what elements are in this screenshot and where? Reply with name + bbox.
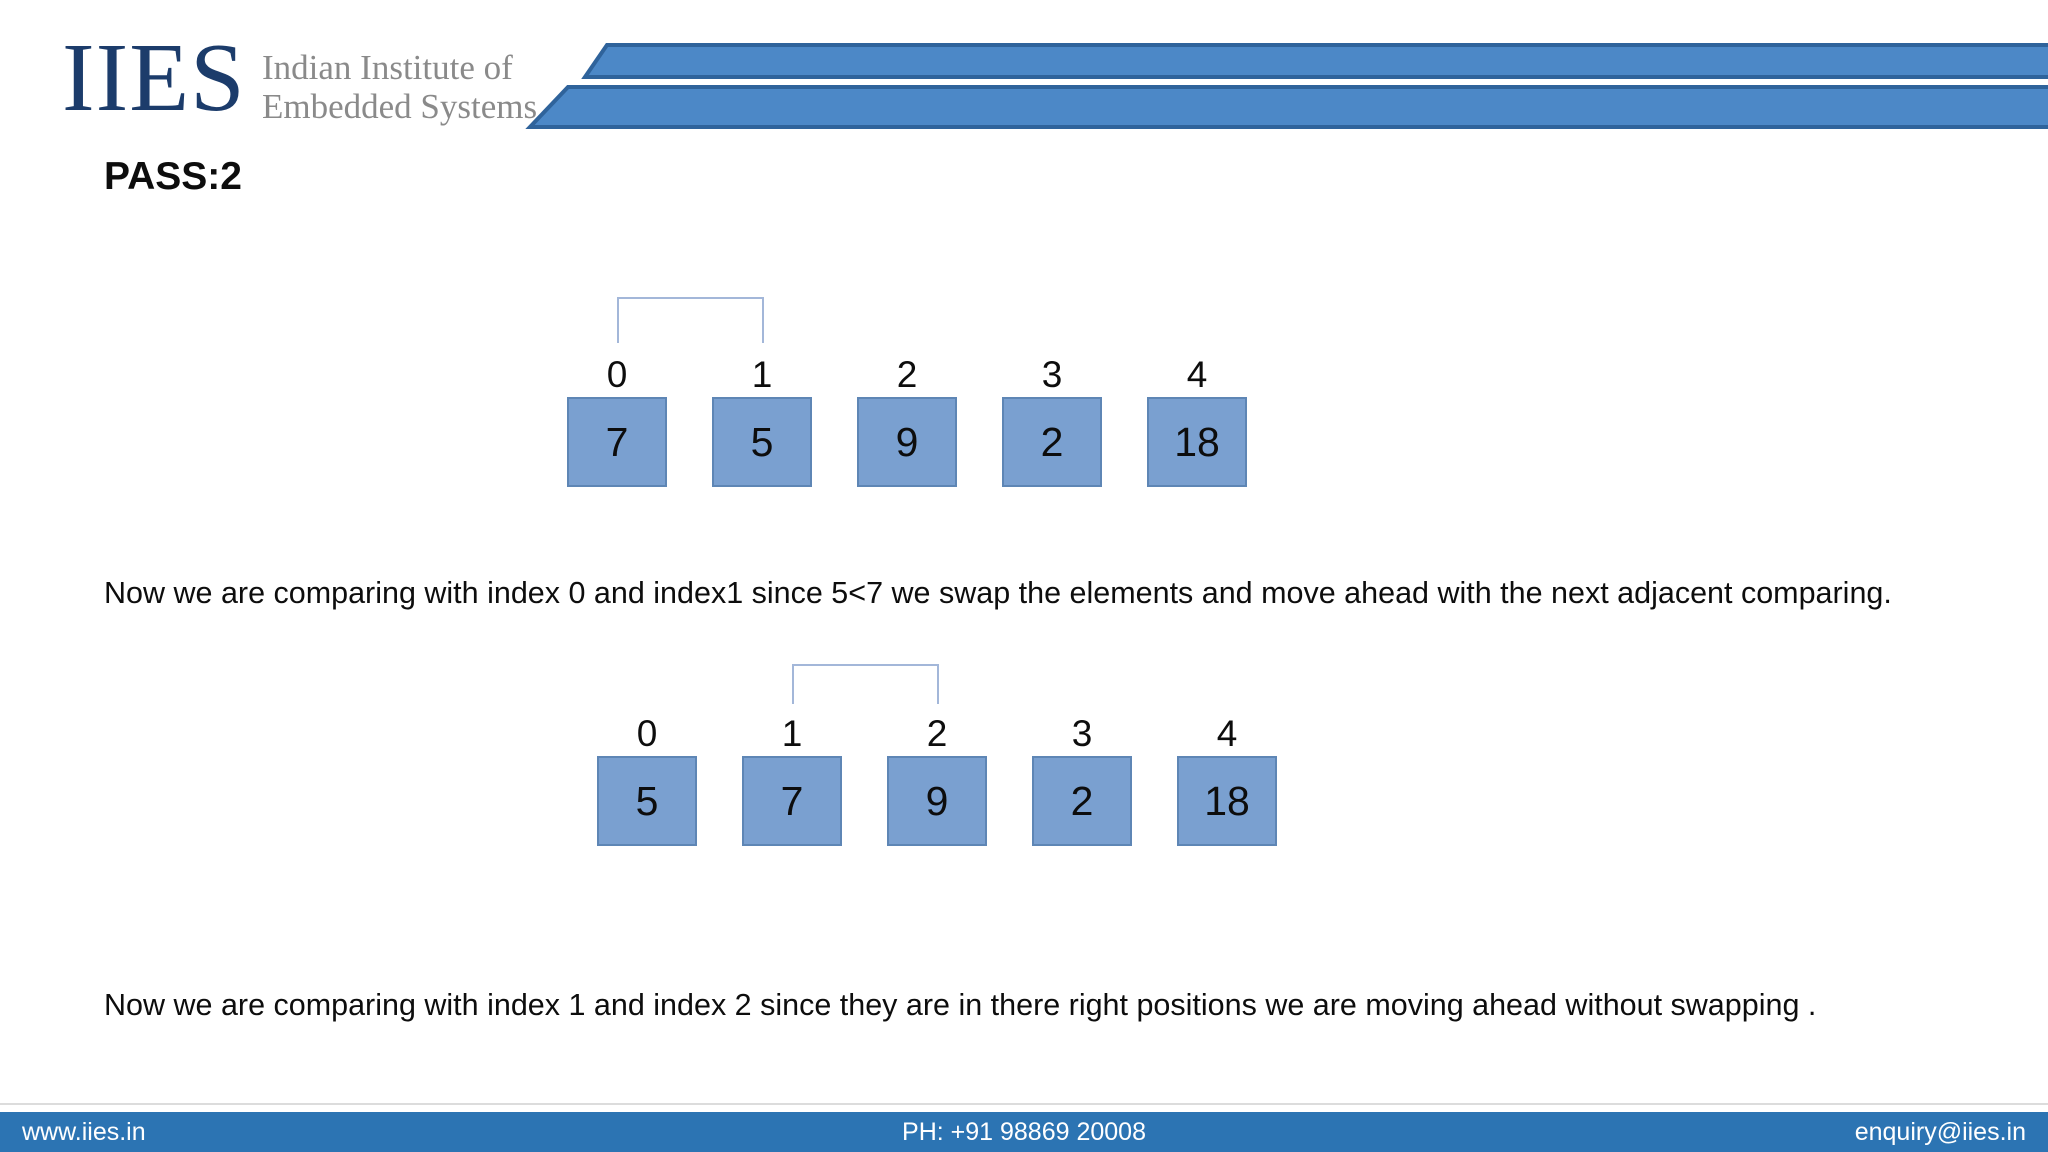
stripe-top [581, 43, 2048, 79]
tagline-line1: Indian Institute of [262, 48, 513, 87]
explanation-paragraph-1: Now we are comparing with index 0 and in… [104, 576, 1892, 610]
value-box: 18 [1147, 397, 1247, 487]
index-label: 0 [606, 354, 628, 395]
compare-bracket-indices-0-1 [617, 297, 764, 343]
index-label: 3 [1071, 713, 1093, 754]
index-label: 1 [781, 713, 803, 754]
value-box: 5 [712, 397, 812, 487]
page-title: PASS:2 [104, 155, 242, 198]
tagline-line2: Embedded Systems [262, 87, 538, 126]
compare-bracket-indices-1-2 [792, 664, 939, 704]
array-before-swap: 0 7 1 5 2 9 3 2 4 18 [567, 353, 1247, 487]
array-cell: 3 2 [1032, 712, 1132, 846]
array-cell: 1 5 [712, 353, 812, 487]
header-stripes-decoration [525, 43, 2048, 129]
index-label: 4 [1186, 354, 1208, 395]
index-label: 3 [1041, 354, 1063, 395]
value-box: 18 [1177, 756, 1277, 846]
value-box: 9 [887, 756, 987, 846]
footer-bar: PH: +91 98869 20008 www.iies.in enquiry@… [0, 1112, 2048, 1152]
footer-divider-line [0, 1103, 2048, 1105]
value-box: 9 [857, 397, 957, 487]
value-box: 2 [1002, 397, 1102, 487]
array-cell: 2 9 [887, 712, 987, 846]
array-cell: 4 18 [1147, 353, 1247, 487]
value-box: 7 [567, 397, 667, 487]
index-label: 0 [636, 713, 658, 754]
value-box: 5 [597, 756, 697, 846]
index-label: 4 [1216, 713, 1238, 754]
array-cell: 2 9 [857, 353, 957, 487]
array-after-swap: 0 5 1 7 2 9 3 2 4 18 [597, 712, 1277, 846]
footer-phone: PH: +91 98869 20008 [902, 1117, 1146, 1146]
array-cell: 3 2 [1002, 353, 1102, 487]
value-box: 7 [742, 756, 842, 846]
explanation-paragraph-2: Now we are comparing with index 1 and in… [104, 988, 1817, 1022]
iies-logo: IIES [62, 24, 246, 132]
value-box: 2 [1032, 756, 1132, 846]
array-cell: 0 5 [597, 712, 697, 846]
footer-email: enquiry@iies.in [1854, 1117, 2026, 1146]
index-label: 2 [926, 713, 948, 754]
array-cell: 1 7 [742, 712, 842, 846]
index-label: 1 [751, 354, 773, 395]
iies-logo-tagline: Indian Institute of Embedded Systems [262, 48, 537, 126]
array-cell: 4 18 [1177, 712, 1277, 846]
footer-website: www.iies.in [22, 1117, 146, 1146]
index-label: 2 [896, 354, 918, 395]
array-cell: 0 7 [567, 353, 667, 487]
stripe-bottom [525, 85, 2048, 129]
